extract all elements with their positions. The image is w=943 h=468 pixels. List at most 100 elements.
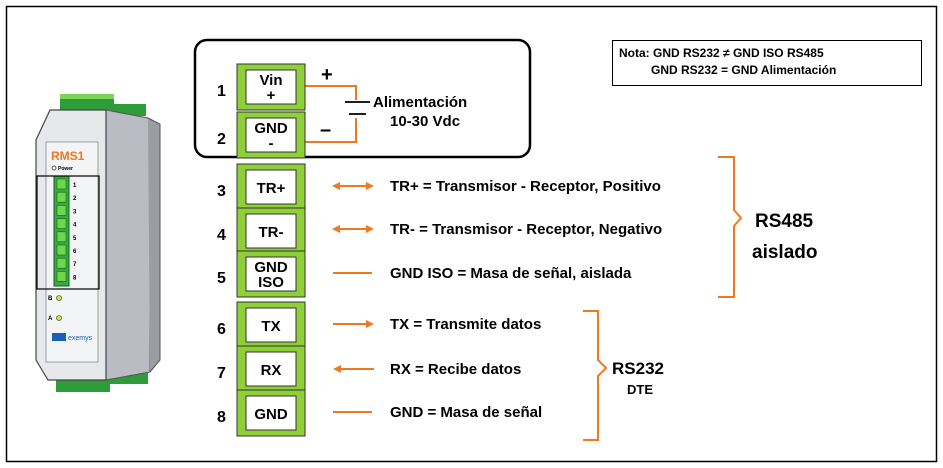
pin-terminal-7: 7 RX	[217, 345, 306, 393]
power-section-box	[193, 38, 532, 159]
tx-arrow	[333, 320, 374, 328]
pin-number: 3	[217, 183, 226, 200]
note-line-2: GND RS232 = GND Alimentación	[651, 63, 837, 77]
led-b	[56, 295, 62, 301]
pin-terminal-label-area	[245, 351, 297, 387]
device-terminal-numbers: 1 2 3 4 5 6 7 8	[73, 183, 77, 281]
pin-sublabel: ISO	[258, 274, 284, 291]
device-terminal-number: 5	[73, 236, 77, 242]
pin-terminal-1: 1 Vin+	[217, 63, 306, 111]
device-top-terminals-highlight	[60, 94, 114, 99]
pin-terminal-label-area	[245, 395, 297, 431]
terminal-highlight-box	[36, 175, 100, 290]
device-bottom-terminals	[56, 380, 110, 392]
power-label-2: 10-30 Vdc	[390, 113, 460, 130]
note-box: Nota: GND RS232 ≠ GND ISO RS485 GND RS23…	[612, 40, 922, 86]
pin-label: TR+	[257, 180, 286, 197]
device-terminal-number: 7	[73, 262, 77, 268]
pin-terminal-6: 6 TX	[217, 301, 306, 349]
device-side	[105, 109, 151, 381]
pin-terminal-2: 2 GND-	[217, 111, 306, 159]
pin-terminal-4: 4 TR-	[217, 207, 306, 255]
pin-terminal-3: 3 TR+	[217, 163, 306, 211]
device-top-terminals	[60, 98, 114, 110]
pin-terminal-8: 8 GND	[217, 389, 306, 437]
pin-sublabel: -	[269, 135, 274, 152]
device-terminal-block	[56, 218, 67, 229]
outer-frame	[5, 5, 938, 463]
pin-number: 1	[217, 83, 226, 100]
power-wiring	[305, 85, 357, 143]
rs232-bracket	[583, 310, 608, 441]
negative-wire	[305, 118, 357, 143]
pin-label: GND	[254, 120, 288, 137]
desc-tr-plus: TR+ = Transmisor - Receptor, Positivo	[390, 178, 661, 195]
pin-sublabel: +	[267, 87, 276, 104]
rs485-bracket	[718, 156, 743, 298]
power-plus-sign: +	[321, 64, 333, 86]
pin-label: RX	[261, 362, 282, 379]
note-line-1: Nota: GND RS232 ≠ GND ISO RS485	[619, 46, 824, 60]
device-back-side	[147, 117, 161, 373]
power-label-1: Alimentación	[373, 94, 467, 111]
rs232-title: RS232	[612, 359, 664, 378]
pin-number: 4	[217, 227, 226, 244]
pin-number: 8	[217, 409, 226, 426]
desc-rx: RX = Recibe datos	[390, 361, 521, 378]
brand-logo-icon	[52, 333, 66, 341]
pin-terminal-label-area	[245, 307, 297, 343]
pin-label: GND	[254, 259, 288, 276]
rs232-subtitle: DTE	[627, 382, 653, 397]
pin-label: TX	[261, 318, 280, 335]
pin-label: TR-	[259, 224, 284, 241]
battery-symbol	[345, 101, 370, 115]
device-terminal-number: 1	[73, 183, 77, 189]
led-a	[56, 315, 62, 321]
desc-gnd-iso: GND ISO = Masa de señal, aislada	[390, 265, 632, 282]
device-terminal-number: 3	[73, 209, 77, 215]
pin-number: 6	[217, 321, 226, 338]
device-terminal-block	[56, 244, 67, 256]
pin-terminal-label-area	[245, 169, 297, 205]
desc-tr-minus: TR- = Transmisor - Receptor, Negativo	[390, 221, 662, 238]
rs485-title: RS485	[755, 211, 814, 232]
power-minus-sign: –	[320, 119, 331, 141]
pin-number: 7	[217, 365, 226, 382]
device-name: RMS1	[51, 149, 85, 163]
rx-arrow	[333, 365, 374, 373]
led-a-label: A	[48, 316, 53, 322]
rs485-subtitle: aislado	[752, 242, 817, 263]
pin-terminal-label-area	[245, 117, 297, 153]
device-terminal-block	[56, 231, 67, 243]
power-led	[51, 165, 57, 171]
device-terminal-number: 4	[73, 223, 77, 229]
positive-wire	[305, 85, 357, 100]
desc-tx: TX = Transmite datos	[390, 316, 541, 333]
pin-number: 5	[217, 270, 226, 287]
power-label: Power	[58, 166, 73, 172]
desc-gnd: GND = Masa de señal	[390, 404, 542, 421]
pin-label: Vin	[259, 72, 282, 89]
signal-indicators	[332, 182, 374, 413]
device-terminal-blocks	[56, 178, 67, 282]
led-b-label: B	[48, 296, 53, 302]
tr-minus-arrow	[332, 225, 374, 233]
brand-label: exemys	[68, 335, 93, 342]
pin-number: 2	[217, 131, 226, 148]
pin-label: GND	[254, 406, 288, 423]
pin-terminal-label-area	[245, 213, 297, 249]
tr-plus-arrow	[332, 182, 374, 190]
device-terminal-block	[56, 271, 67, 282]
device-terminal-block	[56, 257, 67, 269]
device-terminal-block	[56, 205, 67, 216]
device-terminal-block	[56, 191, 67, 203]
device-terminal-number: 2	[73, 196, 77, 202]
device-terminal-number: 6	[73, 249, 77, 255]
pin-terminal-label-area	[245, 69, 297, 105]
rms1-device	[35, 94, 161, 392]
device-terminal-number: 8	[73, 275, 77, 281]
